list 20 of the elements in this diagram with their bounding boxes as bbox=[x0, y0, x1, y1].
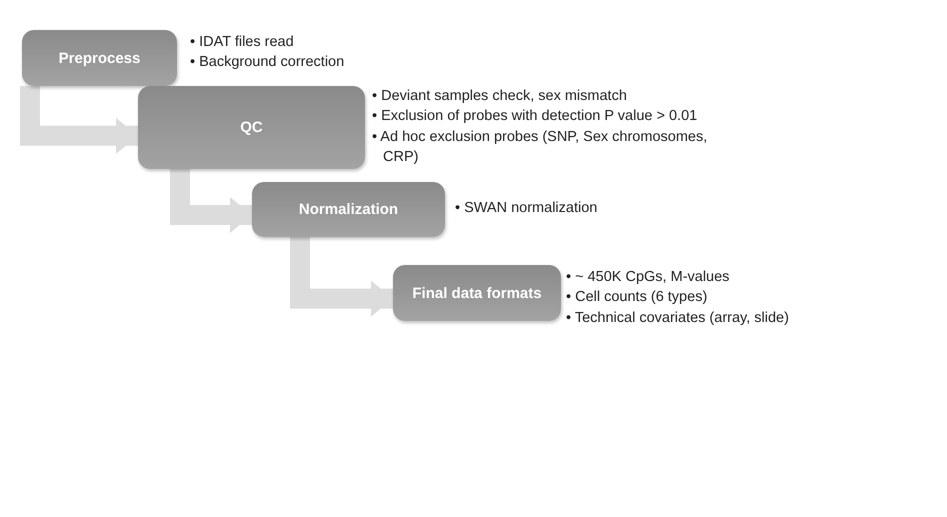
bent-arrow bbox=[170, 169, 252, 233]
process-box bbox=[22, 30, 177, 86]
bullet-item: • Deviant samples check, sex mismatch bbox=[372, 87, 628, 106]
step-label: Final data formats bbox=[412, 284, 542, 302]
bullet-item: • Ad hoc exclusion probes (SNP, Sex chromosomes, CRP) bbox=[372, 128, 708, 167]
bullet-item: • Technical covariates (array, slide) bbox=[566, 308, 790, 328]
bullet-item: • ~ 450K CpGs, M-values bbox=[566, 268, 730, 287]
step-label: Preprocess bbox=[58, 50, 140, 66]
bullet-item: • IDAT files read bbox=[190, 33, 295, 52]
bullet-item: • Cell counts (6 types) bbox=[566, 288, 708, 308]
process-box bbox=[252, 182, 445, 237]
process-box bbox=[393, 265, 561, 321]
step-label: QC bbox=[240, 119, 263, 136]
bullet-item: • Background correction bbox=[190, 53, 346, 72]
bent-arrow bbox=[290, 237, 393, 317]
bullet-item: • SWAN normalization bbox=[455, 199, 598, 218]
process-box bbox=[138, 86, 365, 169]
step-label: Normalization bbox=[298, 201, 398, 218]
bullet-item: • Exclusion of probes with detection P value > 0.01 bbox=[372, 107, 698, 126]
bent-arrow bbox=[20, 86, 138, 154]
